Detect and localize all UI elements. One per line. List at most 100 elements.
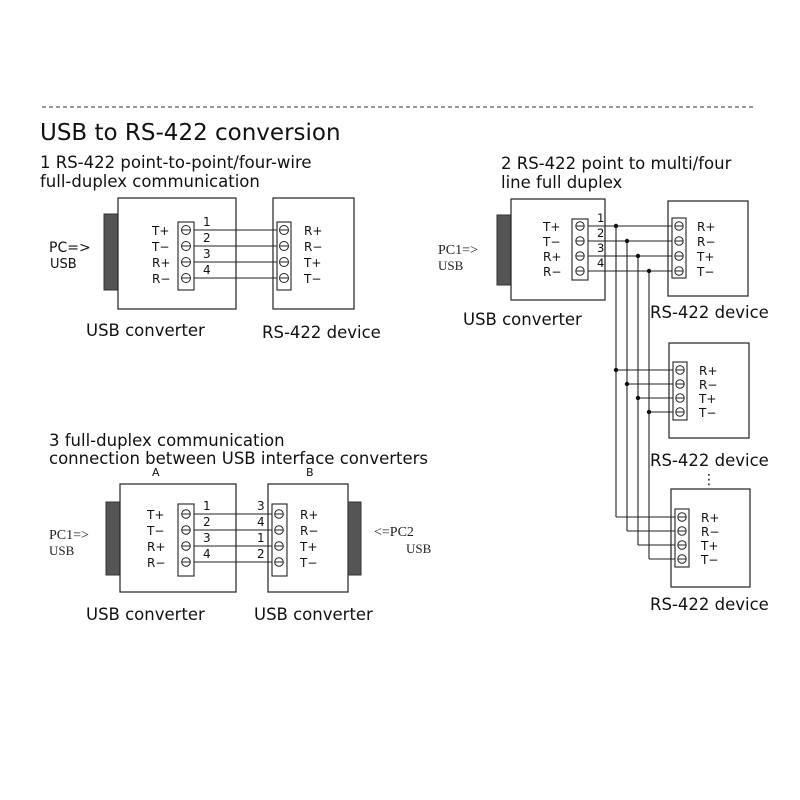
wire-number: 1 [203, 215, 211, 229]
converter-pin-label: R− [152, 272, 170, 286]
usb-converter-caption: USB converter [463, 310, 582, 329]
converter-terminal-screws [575, 221, 585, 276]
wire-number-b: 4 [257, 515, 265, 529]
usb-plug-icon [347, 501, 362, 576]
converter-b-pin-label: R− [300, 524, 318, 538]
device-terminal-screws [677, 512, 687, 564]
device-pin-label: R− [701, 525, 719, 539]
section-1-wires [194, 229, 277, 279]
wire-number: 3 [203, 247, 211, 261]
converter-pin-label: R+ [543, 250, 561, 264]
device-terminal-block [672, 361, 688, 421]
device-pin-label: R+ [697, 220, 715, 234]
converter-a-pin-label: T− [146, 524, 164, 538]
wire-number: 3 [597, 241, 604, 255]
pc1-sub-label: USB [49, 543, 75, 558]
usb-converter-box [510, 198, 606, 301]
wire-number-b: 3 [257, 499, 265, 513]
converter-b-label: B [306, 466, 314, 479]
section-1-heading-line1: 1 RS-422 point-to-point/four-wire [40, 153, 312, 172]
wire-number-a: 3 [203, 531, 211, 545]
device-terminal-screws [279, 225, 289, 283]
device-terminal-screws [675, 365, 685, 417]
converter-pin-label: R− [543, 265, 561, 279]
rs422-device-2-caption: RS-422 device [650, 451, 769, 470]
device-pin-label: T− [303, 272, 321, 286]
converter-a-terminal-block [177, 503, 195, 577]
section-2-bus-wires [588, 223, 675, 560]
wire-number: 2 [203, 231, 211, 245]
section-2-heading-line2: line full duplex [501, 173, 623, 192]
usb-plug-icon [105, 501, 121, 576]
pc1-sub-label: USB [438, 258, 464, 273]
converter-b-pin-label: T− [299, 556, 317, 570]
usb-converter-caption: USB converter [86, 321, 205, 340]
converter-b-pin-label: R+ [300, 508, 318, 522]
section-1-point-to-point: 1 RS-422 point-to-point/four-wire full-d… [40, 153, 381, 342]
wire-number-b: 1 [257, 531, 265, 545]
device-pin-label: T+ [303, 256, 321, 270]
converter-b-pin-label: T+ [299, 540, 317, 554]
pc1-label: PC1=> [49, 528, 89, 543]
more-devices-ellipsis: ⋮ [702, 472, 716, 488]
rs422-device-caption: RS-422 device [262, 323, 381, 342]
wire-number-b: 2 [257, 547, 265, 561]
device-terminal-block [276, 221, 292, 291]
converter-a-pin-label: R+ [147, 540, 165, 554]
converter-terminal-block [571, 218, 589, 281]
converter-pin-label: T− [542, 235, 560, 249]
device-pin-label: R− [697, 235, 715, 249]
converter-terminal-screws [181, 225, 191, 283]
section-2-heading-line1: 2 RS-422 point to multi/four [501, 154, 732, 173]
wire-number-a: 2 [203, 515, 211, 529]
usb-plug-icon [496, 214, 512, 286]
device-pin-label: T+ [696, 250, 714, 264]
pc2-label: <=PC2 [374, 525, 414, 540]
device-pin-label: R+ [699, 364, 717, 378]
usb-converter-b-caption: USB converter [254, 605, 373, 624]
device-pin-label: T− [696, 265, 714, 279]
wire-number: 1 [597, 211, 604, 225]
device-pin-label: R+ [304, 224, 322, 238]
converter-a-terminal-screws [181, 509, 191, 567]
converter-pin-label: T+ [542, 220, 560, 234]
wire-number: 4 [597, 256, 604, 270]
device-pin-label: T+ [700, 539, 718, 553]
converter-terminal-block [177, 221, 195, 291]
section-3-heading-line1: 3 full-duplex communication [49, 431, 285, 450]
device-pin-label: R− [699, 378, 717, 392]
rs422-device-1-caption: RS-422 device [650, 303, 769, 322]
wire-number: 2 [597, 226, 604, 240]
section-1-heading-line2: full-duplex communication [40, 172, 260, 191]
section-2-point-to-multi: 2 RS-422 point to multi/four line full d… [438, 154, 769, 614]
rs422-device-3-caption: RS-422 device [650, 595, 769, 614]
converter-pin-label: T− [151, 240, 169, 254]
pc-label: PC=> [49, 240, 91, 256]
converter-a-pin-label: R− [147, 556, 165, 570]
usb-plug-icon [103, 213, 119, 291]
device-terminal-block [674, 508, 690, 568]
converter-pin-label: T+ [151, 224, 169, 238]
section-3-wires [194, 513, 272, 563]
converter-b-terminal-block [271, 503, 288, 577]
device-pin-label: R− [304, 240, 322, 254]
device-terminal-block [671, 217, 687, 279]
pc1-label: PC1=> [438, 243, 478, 258]
section-3-heading-line2: connection between USB interface convert… [49, 449, 428, 468]
wire-number-a: 4 [203, 547, 211, 561]
converter-a-pin-label: T+ [146, 508, 164, 522]
usb-converter-box [117, 197, 237, 310]
wire-number: 4 [203, 263, 211, 277]
converter-b-terminal-screws [274, 509, 284, 567]
converter-pin-label: R+ [152, 256, 170, 270]
page-title: USB to RS-422 conversion [40, 120, 341, 146]
wire-number-a: 1 [203, 499, 211, 513]
device-pin-label: T− [700, 553, 718, 567]
usb-converter-a-caption: USB converter [86, 605, 205, 624]
section-3-converter-to-converter: 3 full-duplex communication connection b… [49, 431, 432, 624]
pc2-sub-label: USB [406, 541, 432, 556]
device-pin-label: T− [698, 406, 716, 420]
device-terminal-screws [674, 221, 684, 276]
device-pin-label: R+ [701, 511, 719, 525]
